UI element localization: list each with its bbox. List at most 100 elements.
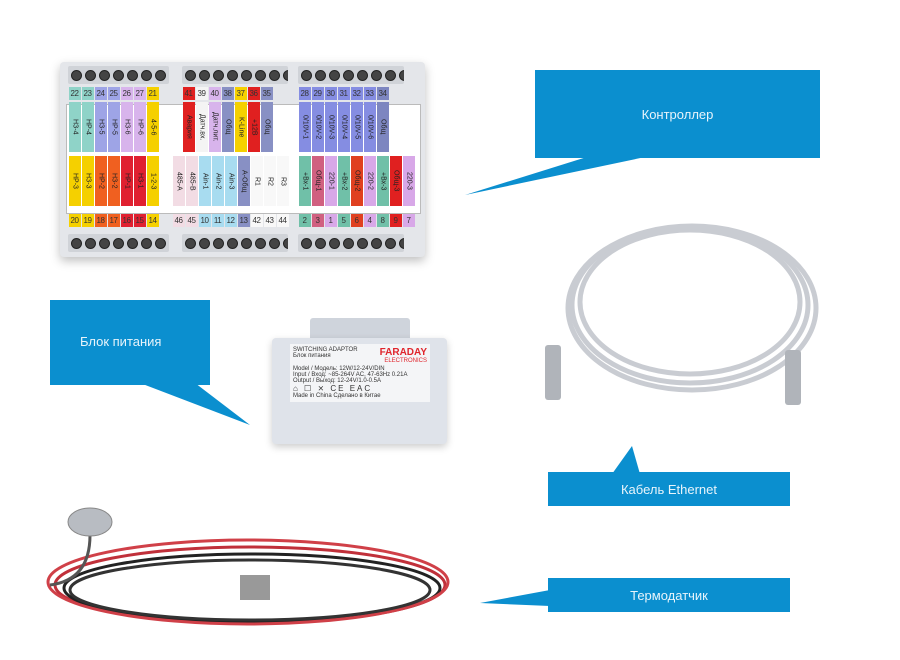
terminal-number: 13: [237, 214, 250, 227]
terminal-label: Общ-3: [389, 156, 402, 206]
screw-terminal: [371, 69, 382, 81]
terminal-label: Общ: [221, 102, 234, 152]
terminal-label: 0/10V-5: [350, 102, 363, 152]
terminal-label: НЗ-3: [81, 156, 94, 206]
terminal-label: R3: [276, 156, 289, 206]
terminal-number: 10: [198, 214, 211, 227]
callout-label: Термодатчик: [630, 587, 708, 603]
terminal-number: 5: [337, 214, 350, 227]
terminal-label: 0/10V-3: [324, 102, 337, 152]
terminal-number: 15: [133, 214, 146, 227]
screw-terminal: [113, 69, 124, 81]
screw-terminal: [185, 237, 196, 249]
screw-terminal: [185, 69, 196, 81]
terminal-number: 41: [182, 87, 195, 100]
terminal-label: Ain-2: [211, 156, 224, 206]
screw-terminal: [357, 69, 368, 81]
terminal-number: 38: [221, 87, 234, 100]
screw-terminal: [329, 69, 340, 81]
terminal-number: 28: [298, 87, 311, 100]
screw-terminal: [155, 69, 166, 81]
terminal-number: 21: [146, 87, 159, 100]
terminal-column: R3 44: [276, 156, 289, 229]
sensor-head: [67, 507, 113, 537]
screw-terminal: [113, 237, 124, 249]
terminal-number: 35: [260, 87, 273, 100]
screw-terminal: [141, 237, 152, 249]
screw-terminal: [283, 237, 288, 249]
terminal-label: A-Общ: [237, 156, 250, 206]
terminal-number: 3: [311, 214, 324, 227]
terminal-label: Общ: [376, 102, 389, 152]
psu-output: Output / Выход: 12-24V/1.0-0.5A: [293, 378, 381, 384]
screw-terminal: [399, 69, 404, 81]
terminal-number: 26: [120, 87, 133, 100]
terminal-label: Авария: [182, 102, 195, 152]
terminal-label: НР-4: [81, 102, 94, 152]
terminal-number: 44: [276, 214, 289, 227]
terminal-number: 12: [224, 214, 237, 227]
terminal-label: НР-5: [107, 102, 120, 152]
terminal-label: НЗ-4: [68, 102, 81, 152]
terminal-label: Ain-1: [198, 156, 211, 206]
terminal-column: Ain-3 12: [224, 156, 237, 229]
terminal-number: 7: [402, 214, 415, 227]
terminal-label: Общ: [260, 102, 273, 152]
terminal-number: 6: [350, 214, 363, 227]
terminal-number: 18: [94, 214, 107, 227]
screw-terminal: [269, 237, 280, 249]
screw-terminal: [227, 69, 238, 81]
terminal-label: 485-B: [185, 156, 198, 206]
terminal-label: R2: [263, 156, 276, 206]
terminal-block: [298, 66, 404, 84]
terminal-number: 20: [68, 214, 81, 227]
screw-terminal: [85, 69, 96, 81]
terminal-number: 45: [185, 214, 198, 227]
terminal-block: [182, 234, 288, 252]
terminal-number: 14: [146, 214, 159, 227]
terminal-label: НЗ-6: [120, 102, 133, 152]
terminal-number: 9: [389, 214, 402, 227]
screw-terminal: [127, 69, 138, 81]
terminal-label: НЗ-2: [107, 156, 120, 206]
terminal-label: Датч.вх.: [195, 102, 208, 152]
terminal-number: 34: [376, 87, 389, 100]
terminal-column: 36+12В: [247, 87, 260, 152]
terminal-label: Общ-2: [350, 156, 363, 206]
screw-terminal: [399, 237, 404, 249]
rj45-connector: [785, 350, 801, 405]
callout-ethernet-cable: Кабель Ethernet: [548, 472, 790, 506]
psu-origin: Made in China Сделано в Китае: [293, 393, 381, 399]
terminal-label: Ain-3: [224, 156, 237, 206]
screw-terminal: [371, 237, 382, 249]
terminal-column: Ain-1 10: [198, 156, 211, 229]
terminal-number: 25: [107, 87, 120, 100]
terminal-column: Общ-3 9: [389, 156, 402, 229]
